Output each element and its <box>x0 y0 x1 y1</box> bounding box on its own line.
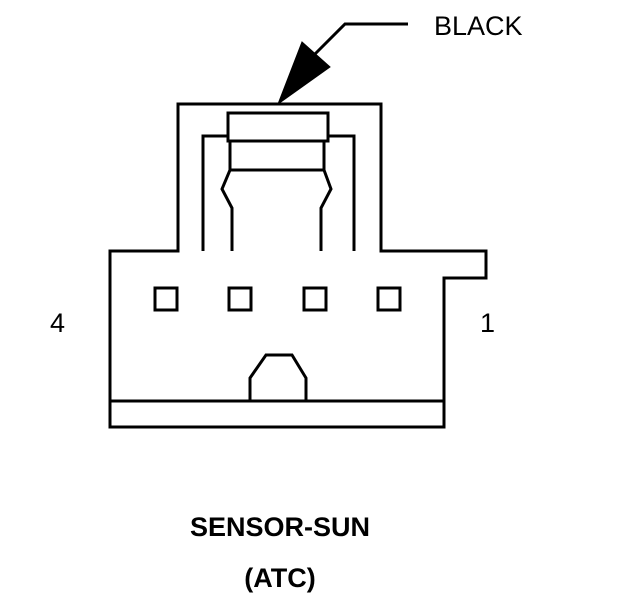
pin-cavity-3 <box>227 286 253 312</box>
callout-arrowhead <box>276 41 331 106</box>
connector-title: SENSOR-SUN <box>189 512 371 542</box>
latch-frame <box>201 134 228 251</box>
latch-frame-right <box>328 134 356 251</box>
callout-leader <box>313 22 408 56</box>
connector-body <box>108 102 488 429</box>
pin-cavity-2 <box>302 286 328 312</box>
pin-cavity-4 <box>153 286 179 312</box>
latch-arm-right <box>319 168 333 251</box>
pin-number-left: 4 <box>50 308 66 338</box>
pin-cavity-1 <box>376 286 402 312</box>
locking-tab-lower <box>228 141 326 172</box>
polarizing-key <box>248 353 308 401</box>
callout-color-label: BLACK <box>434 11 523 41</box>
latch-arm-left <box>220 168 234 251</box>
pin-number-right: 1 <box>480 308 496 338</box>
locking-tab <box>226 111 330 143</box>
connector-subtitle: (ATC) <box>244 563 316 593</box>
